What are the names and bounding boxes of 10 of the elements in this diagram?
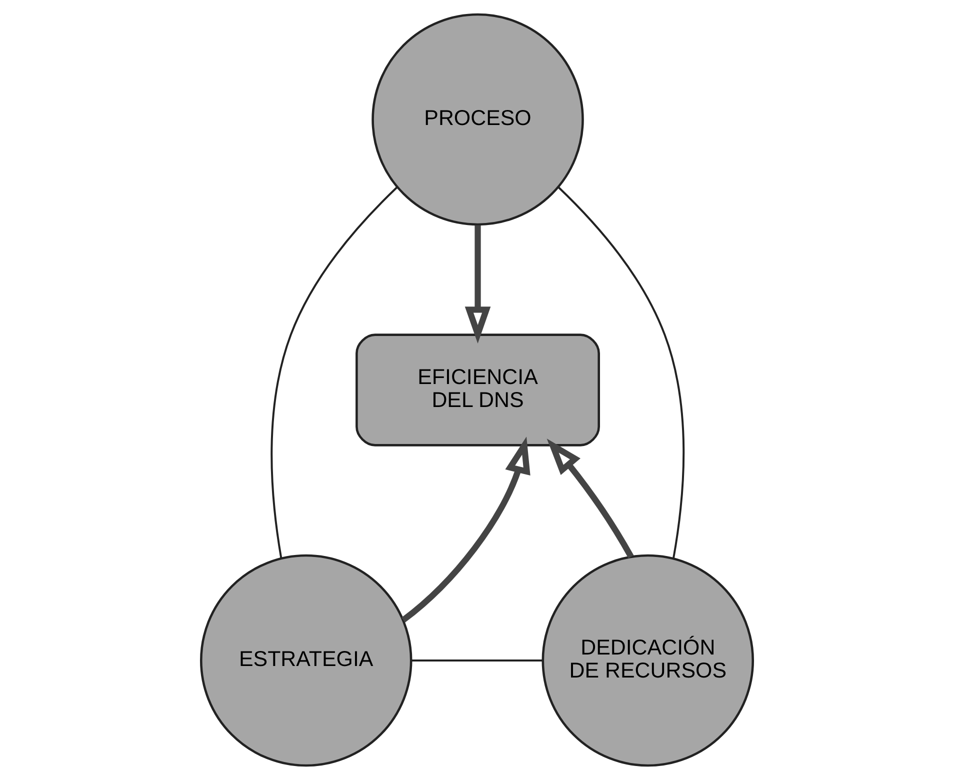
- connector: [270, 186, 398, 558]
- arrow: [464, 225, 491, 344]
- node-box: EFICIENCIA DEL DNS: [356, 334, 600, 446]
- connector: [558, 186, 685, 559]
- connector: [412, 660, 543, 662]
- node-circle: ESTRATEGIA: [200, 554, 412, 767]
- arrow: [546, 438, 634, 558]
- node-circle: PROCESO: [372, 13, 584, 226]
- arrow: [401, 436, 530, 622]
- node-circle: DEDICACIÓN DE RECURSOS: [542, 554, 754, 767]
